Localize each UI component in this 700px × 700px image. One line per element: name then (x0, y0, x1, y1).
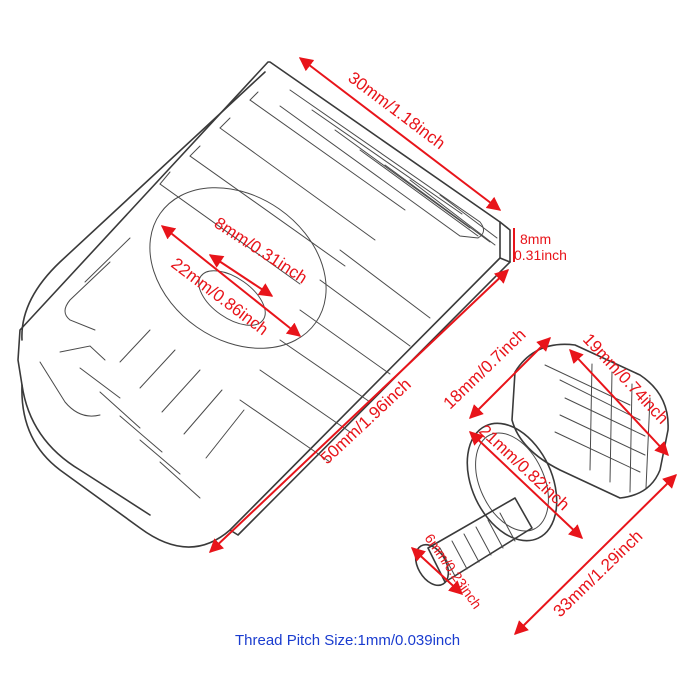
dimension-arrows (160, 57, 677, 635)
label-pad-thickness-in: 0.31inch (514, 247, 567, 263)
arrow-hole-large (160, 225, 302, 337)
arrow-pad-width (208, 269, 510, 553)
arrow-pad-length (298, 57, 502, 211)
label-pad-width: 50mm/1.96inch (317, 375, 415, 468)
thread-pitch-caption: Thread Pitch Size:1mm/0.039inch (235, 632, 460, 649)
arrow-knob-height (469, 337, 551, 419)
arrow-bolt-length (514, 474, 677, 635)
arrow-thread-diameter (410, 547, 464, 595)
label-pad-length: 30mm/1.18inch (345, 68, 449, 153)
knob-flange (466, 422, 558, 542)
label-pad-thickness-mm: 8mm (520, 231, 551, 247)
label-hole-large: 22mm/0.86inch (168, 254, 272, 339)
label-bolt-length: 33mm/1.29inch (550, 526, 647, 620)
arrow-knob-diameter (569, 348, 669, 457)
label-flange-diameter: 21mm/0.82inch (475, 421, 573, 514)
pad-recess (149, 187, 327, 349)
arrow-flange-diameter (468, 431, 584, 539)
